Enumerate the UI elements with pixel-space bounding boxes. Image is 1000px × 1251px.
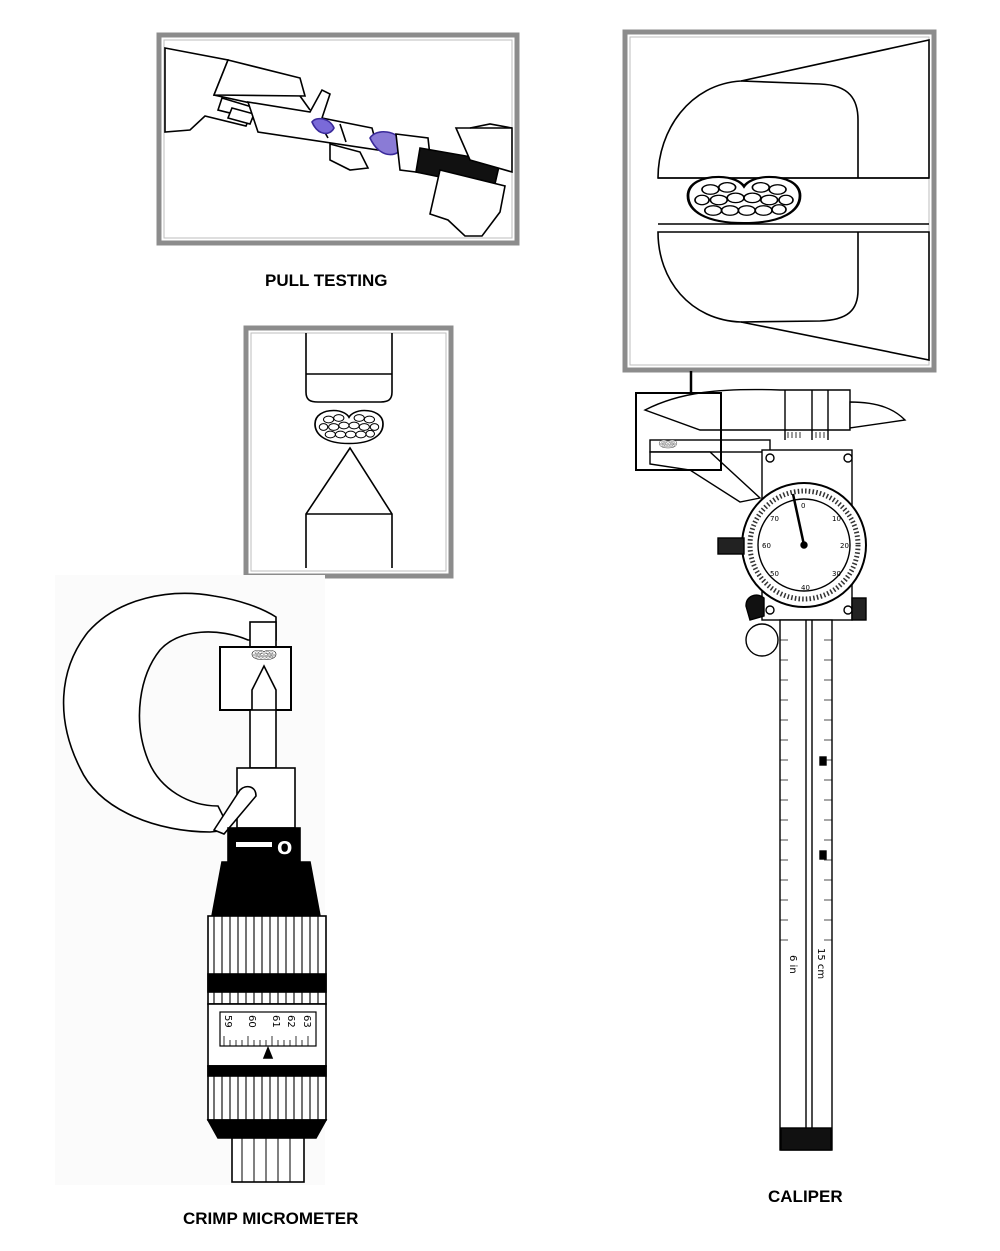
thimble-number-63: 63 [301,1015,312,1028]
svg-text:10: 10 [832,515,841,523]
caliper-inset [622,29,937,373]
crimp-micrometer-caption: CRIMP MICROMETER [183,1209,358,1228]
thimble-number-59: 59 [222,1015,233,1028]
svg-text:50: 50 [770,570,779,578]
svg-text:60: 60 [762,542,771,550]
micrometer-sleeve-reading: O [277,838,292,859]
thimble-number-60: 60 [246,1015,257,1028]
svg-text:20: 20 [840,542,849,550]
thimble-number-61: 61 [270,1015,281,1028]
svg-text:40: 40 [801,584,810,592]
caliper-cm-label: 15 cm [815,948,826,979]
caliper-icon: 0 10 20 30 40 50 60 70 [643,388,907,1151]
thimble-number-62: 62 [285,1015,296,1028]
micrometer-icon: O [55,575,328,1185]
caliper-caption: CALIPER [768,1187,843,1206]
svg-text:70: 70 [770,515,779,523]
pull-test-clamp-icon [164,47,513,237]
svg-text:30: 30 [832,570,841,578]
micrometer-thimble-scale: 59 60 61 62 63 [222,1015,312,1028]
micrometer-inset [243,325,454,579]
pull-testing-caption: PULL TESTING [265,271,387,290]
caliper-inch-label: 6 in [787,955,798,974]
pull-testing-inset [156,32,520,246]
svg-text:0: 0 [801,502,805,510]
